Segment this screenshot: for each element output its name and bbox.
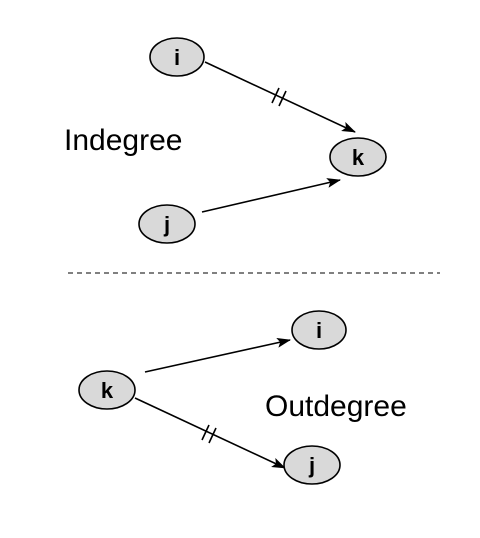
outdegree-node-k: k (78, 370, 136, 410)
outdegree-node-i-label: i (316, 318, 322, 343)
indegree-node-k-label: k (352, 145, 365, 170)
indegree-section: i k j Indegree (64, 37, 387, 244)
indegree-node-j-label: j (163, 212, 170, 237)
edge-i-to-k-tick (271, 87, 287, 107)
outdegree-node-k-label: k (101, 378, 114, 403)
indegree-node-j: j (138, 204, 196, 244)
indegree-caption: Indegree (64, 124, 182, 157)
indegree-node-i: i (149, 37, 205, 77)
edge-i-to-k (204, 61, 356, 133)
outdegree-node-i: i (291, 310, 347, 350)
outdegree-section: i k j Outdegree (78, 310, 407, 485)
edge-j-to-k (201, 178, 341, 213)
outdegree-node-j-label: j (308, 453, 315, 478)
outdegree-node-j: j (283, 445, 341, 485)
edge-k-to-j-tick (201, 424, 217, 444)
outdegree-caption: Outdegree (265, 390, 407, 423)
indegree-node-i-label: i (174, 45, 180, 70)
edge-k-to-i (144, 337, 291, 373)
edge-k-to-j (134, 397, 286, 469)
indegree-node-k: k (329, 137, 387, 177)
